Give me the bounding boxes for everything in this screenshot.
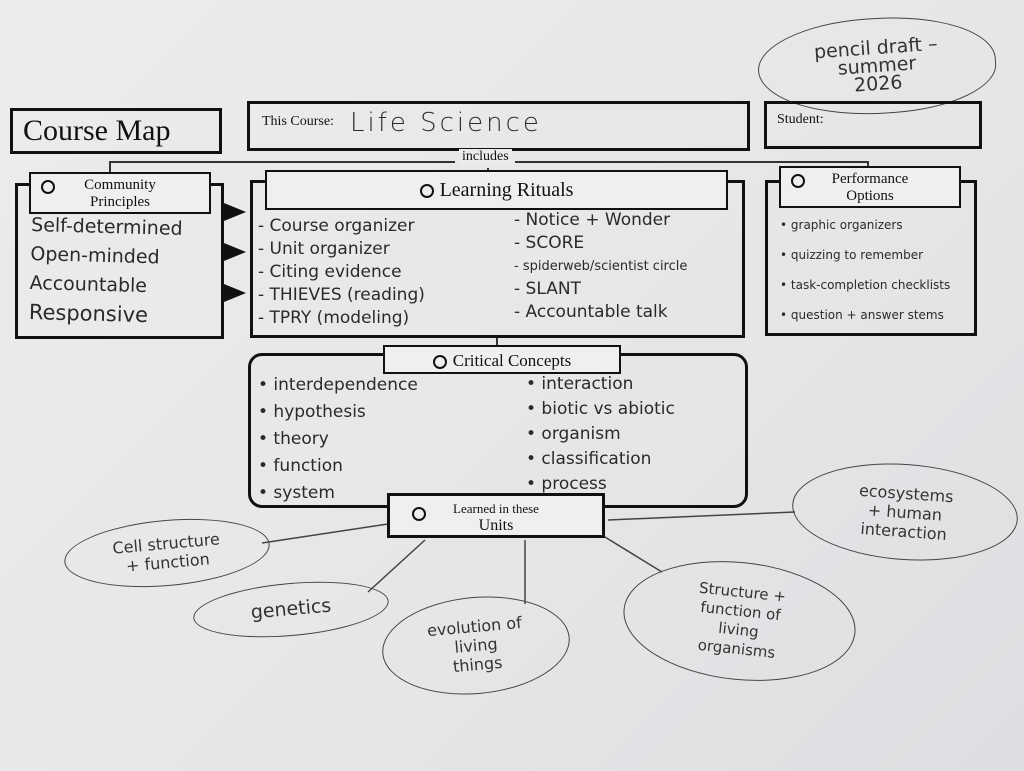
page-title: Course Map: [23, 114, 171, 147]
checkbox-circle-icon[interactable]: [791, 174, 805, 188]
list-item: • hypothesis: [258, 402, 366, 422]
list-item: - Citing evidence: [258, 262, 402, 282]
list-item: • quizzing to remember: [780, 248, 924, 262]
performance-title-line2: Options: [846, 188, 894, 204]
unit-label: Cell structure + function: [111, 529, 221, 576]
list-item: - TPRY (modeling): [258, 308, 410, 328]
course-box: This Course: Life Science: [247, 101, 750, 151]
list-item: Responsive: [28, 300, 149, 328]
arrow-right-icon: [224, 284, 246, 302]
units-title-line2: Units: [478, 517, 514, 534]
community-title-line1: Community: [84, 177, 156, 193]
list-item: • interaction: [526, 374, 634, 394]
learning-rituals-right-list: - Notice + Wonder - SCORE - spiderweb/sc…: [514, 209, 687, 324]
course-value[interactable]: Life Science: [350, 108, 542, 138]
performance-options-title: Performance Options: [779, 166, 961, 208]
learning-rituals-title: Learning Rituals: [265, 170, 728, 210]
student-label: Student:: [777, 112, 824, 127]
list-item: • biotic vs abiotic: [526, 399, 675, 419]
list-item: - Notice + Wonder: [514, 210, 671, 230]
critical-concepts-left-list: • interdependence • hypothesis • theory …: [258, 372, 418, 507]
list-item: - Unit organizer: [258, 239, 390, 259]
units-title-line1: Learned in these: [453, 501, 539, 516]
list-item: Open-minded: [30, 243, 160, 269]
list-item: • classification: [526, 449, 652, 469]
unit-label: evolution of living things: [426, 612, 523, 677]
critical-concepts-title: Critical Concepts: [383, 345, 621, 374]
course-map-title-box: Course Map: [10, 108, 222, 154]
list-item: • system: [258, 483, 335, 503]
list-item: - Accountable talk: [514, 302, 668, 322]
list-item: • theory: [258, 429, 329, 449]
unit-label: ecosystems + human interaction: [858, 480, 955, 544]
list-item: • function: [258, 456, 343, 476]
learning-rituals-title-text: Learning Rituals: [439, 179, 574, 201]
checkbox-circle-icon[interactable]: [419, 184, 434, 199]
critical-concepts-title-text: Critical Concepts: [452, 351, 572, 370]
list-item: • process: [526, 474, 607, 494]
arrow-right-icon: [224, 203, 246, 221]
list-item: • question + answer stems: [780, 308, 944, 322]
list-item: • graphic organizers: [780, 218, 903, 232]
checkbox-circle-icon[interactable]: [41, 180, 55, 194]
list-item: • task-completion checklists: [780, 278, 951, 292]
list-item: Accountable: [29, 272, 148, 298]
units-title: Learned in these Units: [387, 493, 605, 538]
community-principles-list: Self-determined Open-minded Accountable …: [29, 211, 183, 331]
community-title-line2: Principles: [90, 194, 150, 210]
includes-label: includes: [459, 149, 512, 165]
list-item: - THIEVES (reading): [258, 285, 425, 305]
arrow-right-icon: [224, 243, 246, 261]
critical-concepts-right-list: • interaction • biotic vs abiotic • orga…: [526, 372, 675, 497]
performance-options-list: • graphic organizers • quizzing to remem…: [780, 210, 950, 330]
list-item: Self-determined: [30, 214, 183, 240]
course-label: This Course:: [262, 114, 334, 129]
checkbox-circle-icon[interactable]: [412, 507, 426, 521]
community-principles-title: Community Principles: [29, 172, 211, 214]
list-item: - SCORE: [514, 233, 585, 253]
student-box: Student:: [764, 101, 982, 149]
draft-note-text: pencil draft – summer 2026: [813, 32, 939, 97]
list-item: • organism: [526, 424, 621, 444]
checkbox-circle-icon[interactable]: [432, 355, 447, 370]
list-item: • interdependence: [258, 375, 418, 395]
list-item: - SLANT: [514, 279, 581, 299]
learning-rituals-left-list: - Course organizer - Unit organizer - Ci…: [258, 215, 425, 330]
performance-title-line1: Performance: [831, 171, 909, 187]
unit-label: Structure + function of living organisms: [696, 578, 787, 662]
list-item: - Course organizer: [258, 216, 415, 236]
list-item: - spiderweb/scientist circle: [514, 259, 688, 274]
unit-label: genetics: [249, 594, 333, 624]
